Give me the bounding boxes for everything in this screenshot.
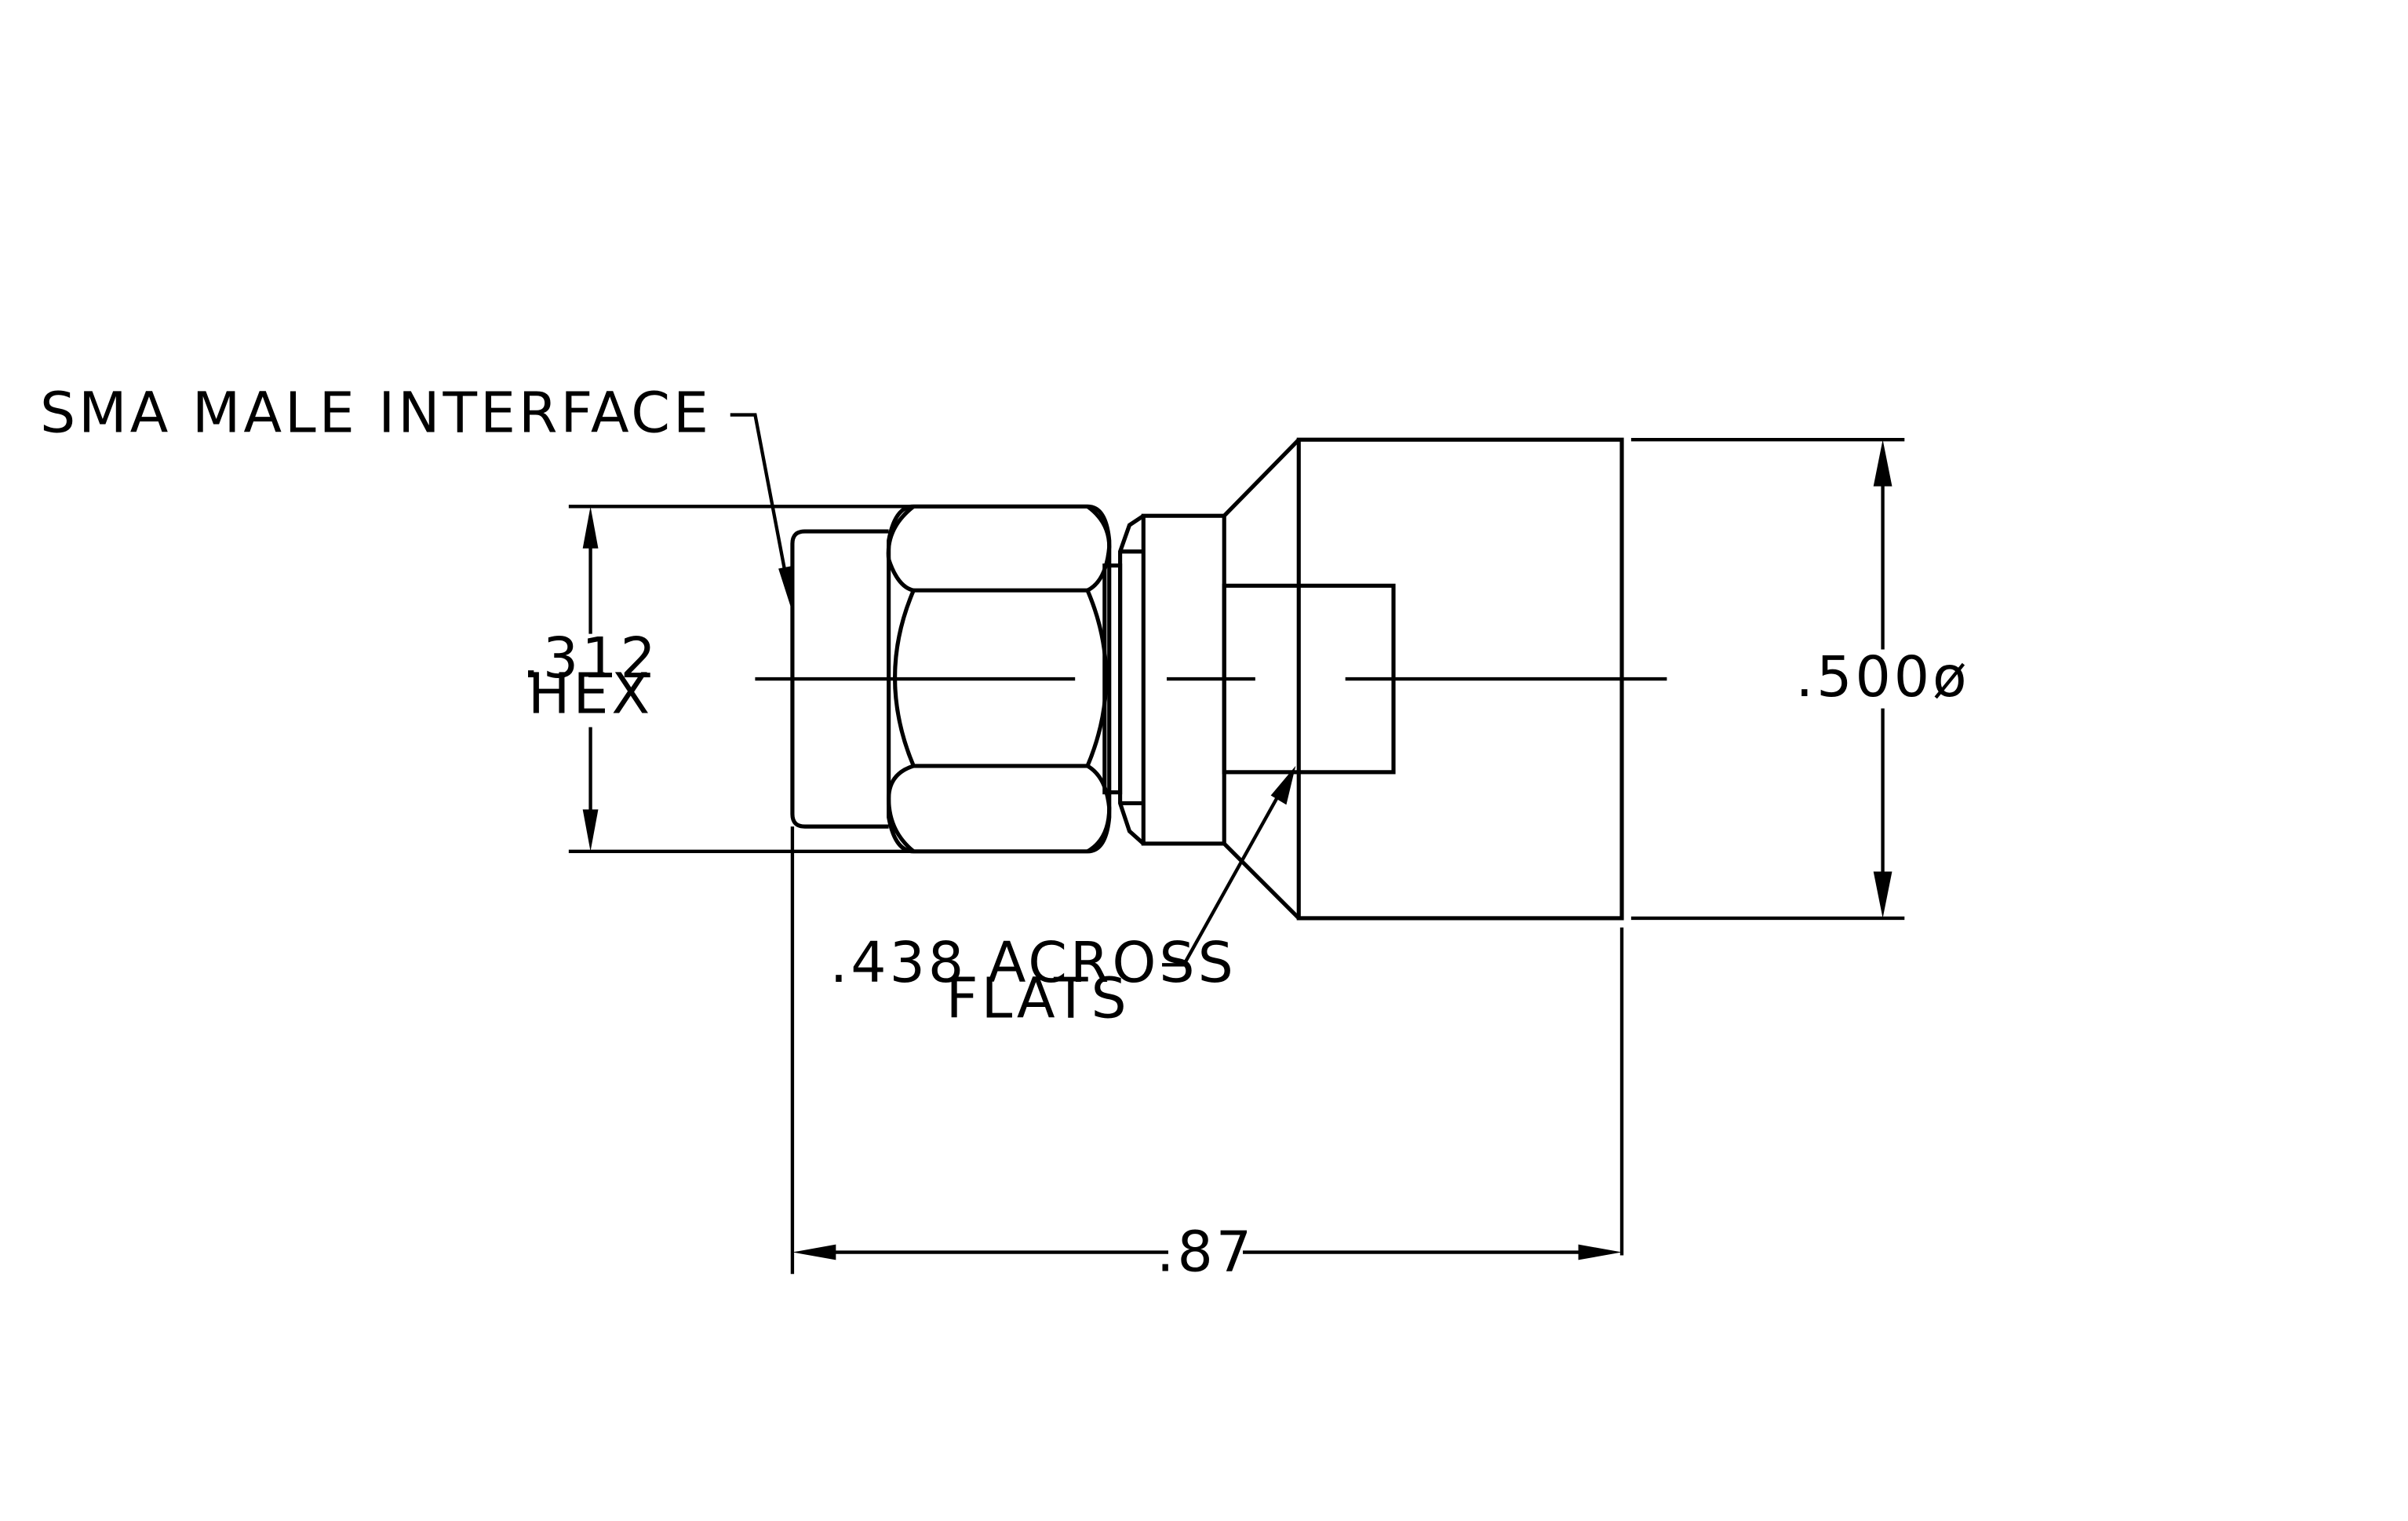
- flats-leader: [1162, 791, 1282, 967]
- hex-unit-label: HEX: [528, 662, 653, 727]
- cylinder-chamfer-bottom: [1222, 842, 1301, 920]
- hex-arrow-up: [582, 506, 599, 549]
- hex-arrow-down: [582, 809, 599, 852]
- collar-left-chamfer: [1118, 514, 1146, 845]
- length-dimension: .87: [790, 826, 1624, 1284]
- flats-callout: .438 ACROSS FLATS: [830, 765, 1296, 1031]
- length-arrow-right: [1578, 1244, 1623, 1260]
- hex-right-arcs: [1084, 505, 1112, 854]
- flats-arrow: [1270, 765, 1296, 805]
- length-arrow-left: [792, 1244, 836, 1260]
- cylinder-chamfer-top: [1222, 438, 1301, 518]
- interface-arrow: [778, 565, 794, 612]
- length-label: .87: [1157, 1219, 1255, 1284]
- interface-label: SMA MALE INTERFACE: [40, 380, 712, 445]
- dia-arrow-down: [1873, 871, 1893, 918]
- hex-value-label: .312: [522, 626, 658, 691]
- hex-left-arcs: [886, 505, 916, 853]
- hex-nut: [886, 504, 1112, 854]
- diameter-label: .500ø: [1796, 644, 1970, 709]
- diameter-dimension: .500ø: [1630, 438, 1970, 921]
- interface-leader: [730, 413, 789, 578]
- dia-arrow-up: [1873, 440, 1893, 487]
- hex-dimension: .312 HEX: [522, 505, 914, 853]
- flats-unit-label: FLATS: [946, 966, 1130, 1031]
- interface-callout: SMA MALE INTERFACE: [40, 380, 794, 612]
- flats-value-label: .438 ACROSS: [830, 930, 1237, 995]
